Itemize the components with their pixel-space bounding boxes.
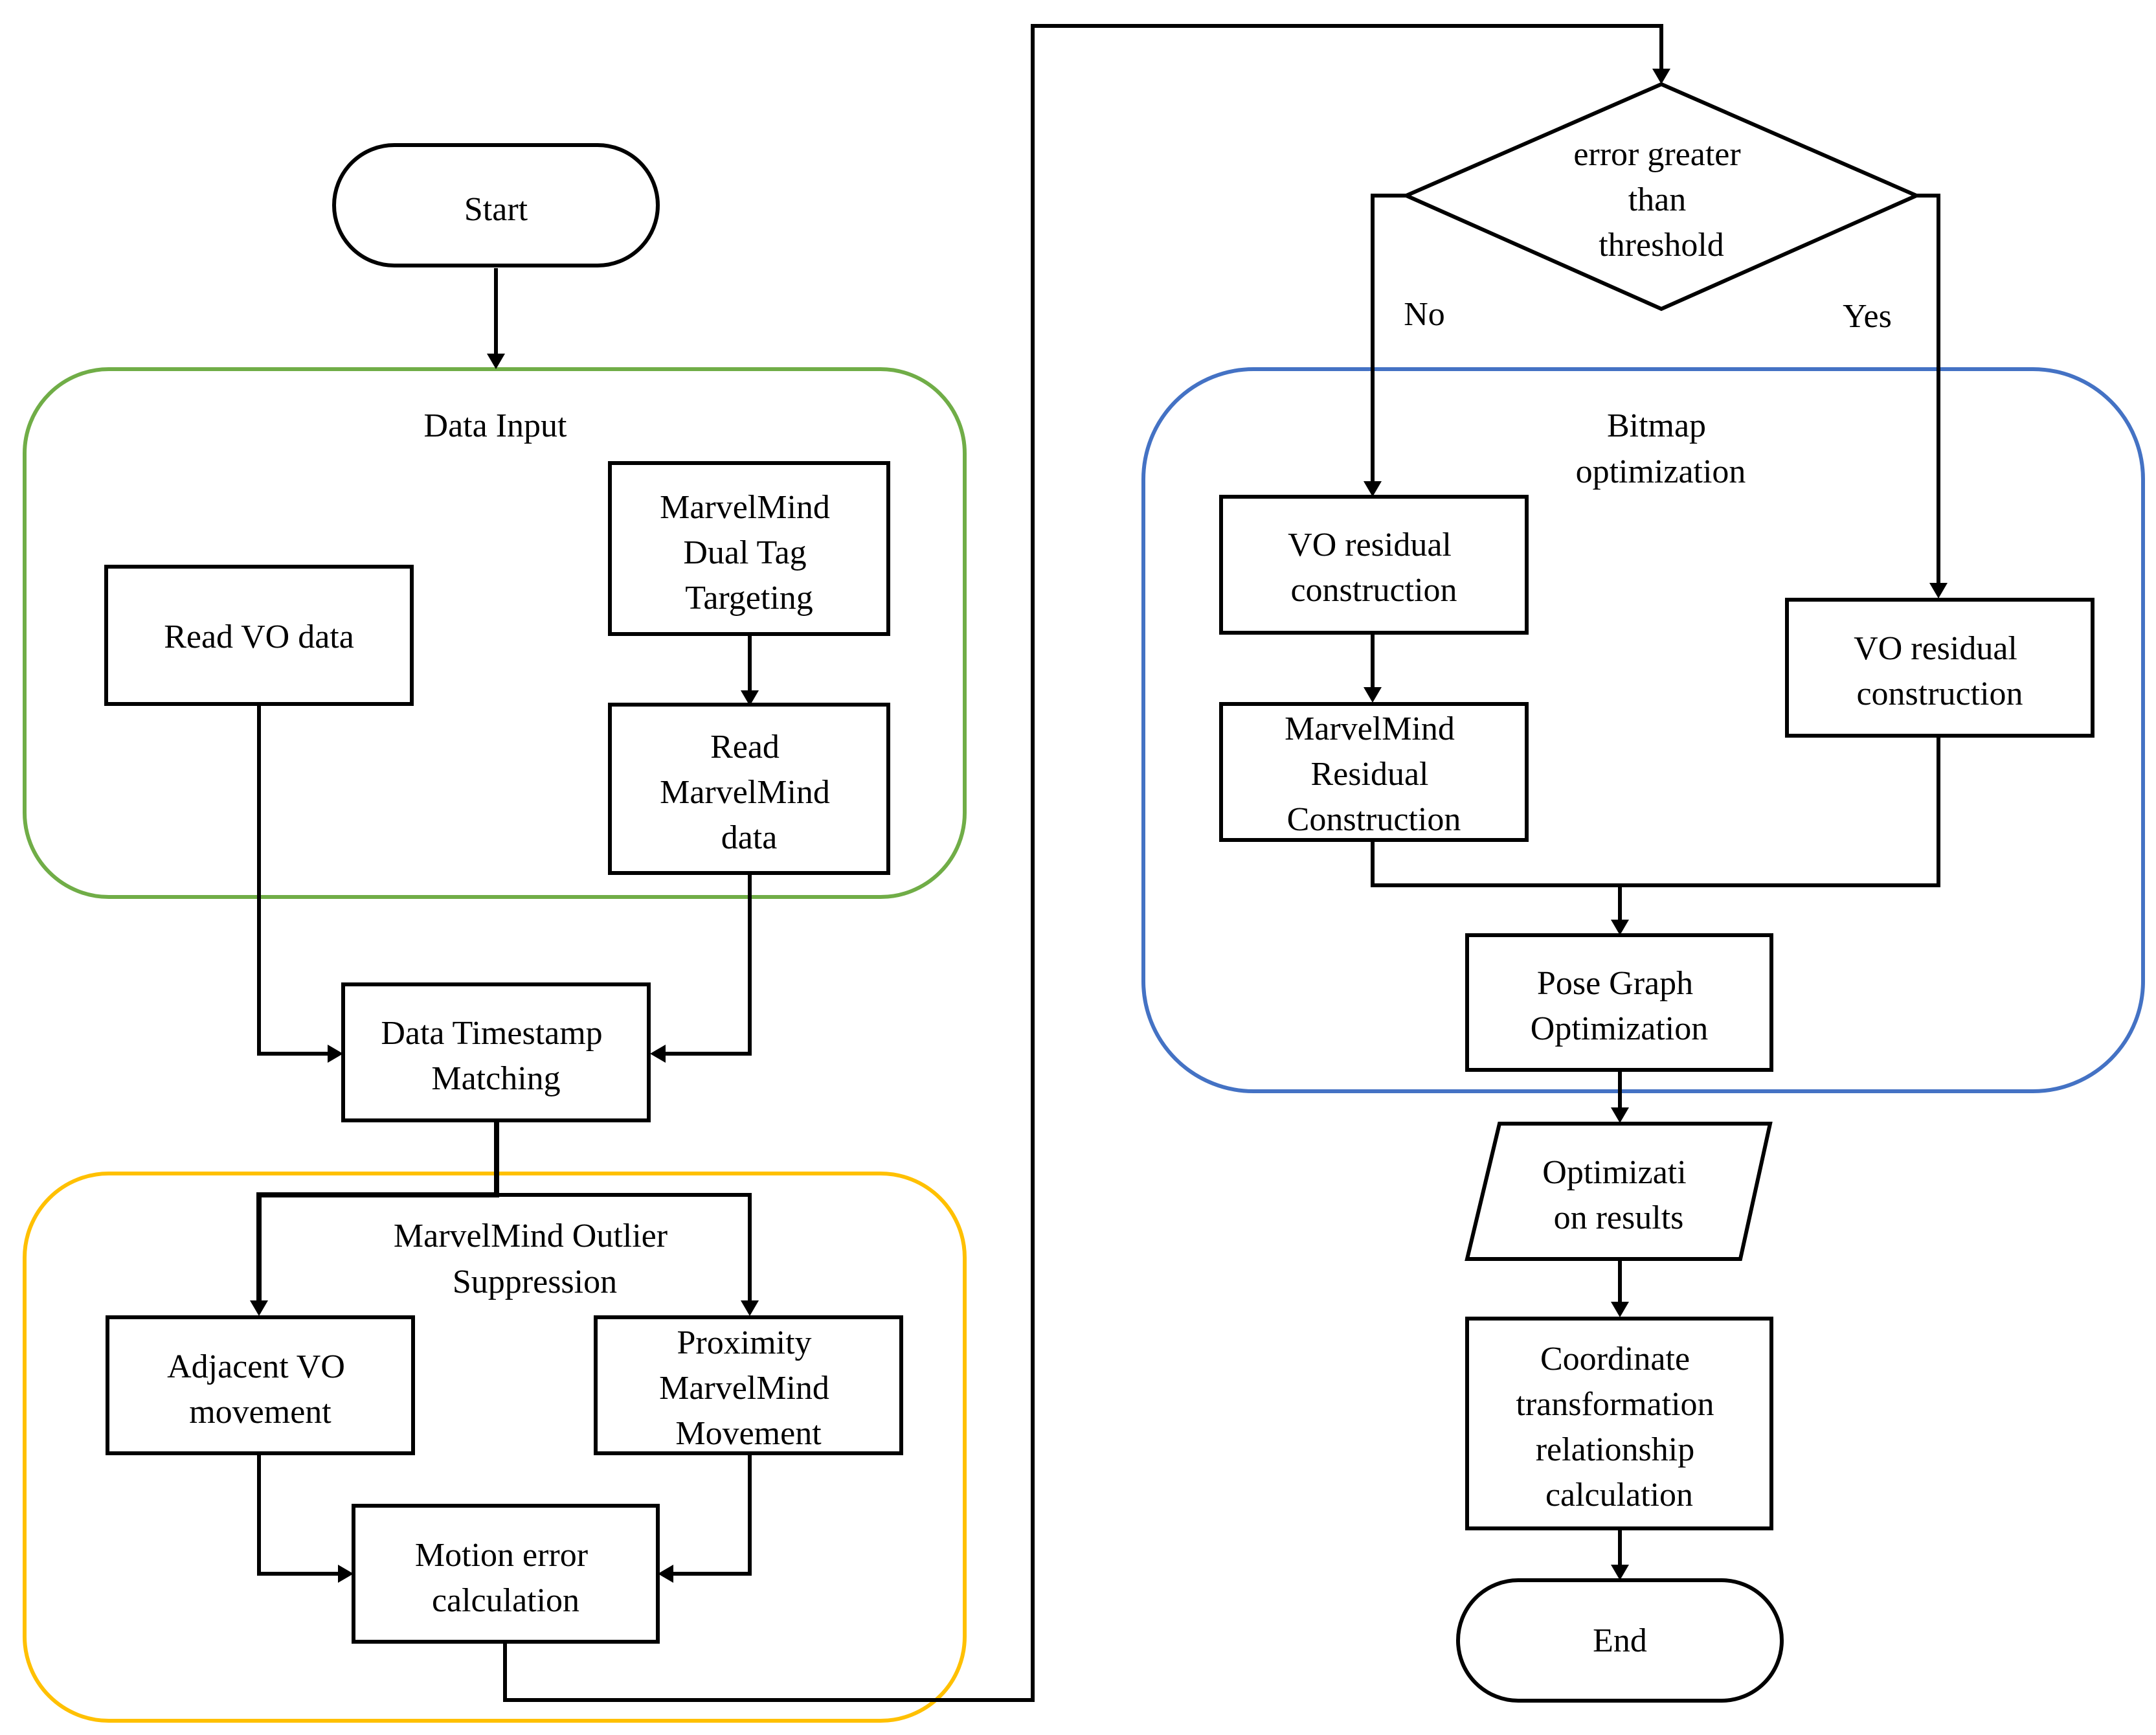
arrowhead xyxy=(487,354,505,369)
adjacent-vo-movement-process: Adjacent VO movement xyxy=(106,1315,415,1455)
start-label: Start xyxy=(464,191,528,228)
edge-adjacent-to-motion xyxy=(257,1454,342,1576)
adjacent-vo-movement-label: Adjacent VO movement xyxy=(167,1348,354,1431)
bitmap-optimization-group-frame xyxy=(1141,367,2145,1093)
data-timestamp-matching-process: Data Timestamp Matching xyxy=(341,982,651,1122)
connectors xyxy=(250,24,1948,1702)
motion-error-calculation-process: Motion error calculation xyxy=(352,1504,660,1644)
edge-decision-yes xyxy=(1916,194,1940,584)
data-input-group-title: Data Input xyxy=(424,407,567,444)
edge-motion-to-decision xyxy=(503,24,1663,1702)
arrowhead xyxy=(1364,481,1382,497)
proximity-marvelmind-movement-label: Proximity MarvelMind Movement xyxy=(659,1324,838,1452)
outlier-suppression-group-title: MarvelMind Outlier Suppression xyxy=(394,1218,676,1300)
arrowhead xyxy=(741,690,759,706)
no-branch-label: No xyxy=(1404,296,1445,333)
optimization-results-label: Optimizati on results xyxy=(1542,1154,1694,1236)
proximity-marvelmind-movement-process: Proximity MarvelMind Movement xyxy=(594,1315,903,1455)
coordinate-transformation-process: Coordinate transformation relationship c… xyxy=(1465,1317,1773,1530)
edge-proximity-to-motion xyxy=(669,1454,752,1576)
edge-mmresidual-to-merge xyxy=(1371,736,1940,887)
edge-readvo-to-timestamp xyxy=(257,706,331,1056)
dual-tag-targeting-process: MarvelMind Dual Tag Targeting xyxy=(608,461,890,636)
arrowhead xyxy=(250,1300,268,1316)
vo-residual-construction-no-label: VO residual construction xyxy=(1288,527,1460,609)
end-terminal: End xyxy=(1456,1578,1784,1703)
arrowhead xyxy=(1929,583,1948,598)
edge-decision-no xyxy=(1371,194,1406,482)
optimization-results-io: Optimizati on results xyxy=(1465,1122,1773,1261)
arrowhead xyxy=(658,1565,673,1583)
vo-residual-construction-yes-process: VO residual construction xyxy=(1785,598,2094,738)
vo-residual-construction-no-process: VO residual construction xyxy=(1219,495,1529,635)
arrowhead xyxy=(1611,1107,1629,1123)
data-input-group-frame xyxy=(23,367,967,899)
arrowhead xyxy=(1652,69,1670,84)
bitmap-optimization-group-title: Bitmap optimization xyxy=(1576,407,1746,490)
edge-readmm-to-timestamp xyxy=(662,874,752,1056)
vo-residual-construction-yes-label: VO residual construction xyxy=(1854,630,2026,712)
edge-timestamp-split xyxy=(256,1122,499,1302)
coordinate-transformation-label: Coordinate transformation relationship c… xyxy=(1516,1341,1722,1514)
motion-error-calculation-label: Motion error calculation xyxy=(415,1537,596,1619)
dual-tag-targeting-label: MarvelMind Dual Tag Targeting xyxy=(660,489,838,617)
data-timestamp-matching-label: Data Timestamp Matching xyxy=(381,1015,611,1097)
read-vo-data-process: Read VO data xyxy=(104,565,414,706)
edge-split-to-proximity xyxy=(497,1193,752,1302)
arrowhead xyxy=(1611,1565,1629,1580)
yes-branch-label: Yes xyxy=(1843,298,1892,335)
arrowhead xyxy=(741,1300,759,1316)
end-label: End xyxy=(1593,1622,1647,1659)
error-threshold-decision: error greater than threshold xyxy=(1401,82,1922,312)
arrowhead xyxy=(1611,920,1629,935)
pose-graph-optimization-process: Pose Graph Optimization xyxy=(1465,933,1773,1072)
marvelmind-residual-construction-label: MarvelMind Residual Construction xyxy=(1285,710,1463,838)
read-marvelmind-data-label: Read MarvelMind data xyxy=(660,729,838,856)
error-threshold-decision-label: error greater than threshold xyxy=(1573,136,1749,264)
read-vo-data-label: Read VO data xyxy=(164,618,354,655)
arrowhead xyxy=(650,1045,666,1063)
start-terminal: Start xyxy=(332,143,660,267)
arrowhead xyxy=(1611,1302,1629,1317)
arrowhead xyxy=(328,1045,343,1063)
pose-graph-optimization-label: Pose Graph Optimization xyxy=(1531,965,1708,1047)
arrowhead xyxy=(1364,687,1382,703)
read-marvelmind-data-process: Read MarvelMind data xyxy=(608,703,890,875)
marvelmind-residual-construction-process: MarvelMind Residual Construction xyxy=(1219,702,1529,842)
arrowhead xyxy=(338,1565,354,1583)
